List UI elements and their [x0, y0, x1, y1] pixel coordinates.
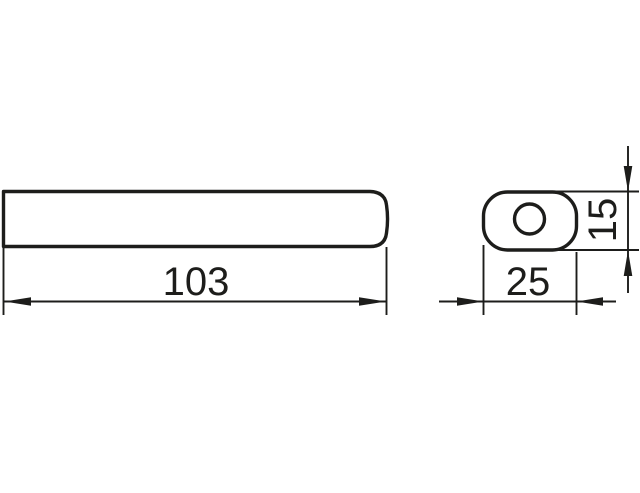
length-dimension: 103 — [2, 247, 388, 315]
length-arrow-left-icon — [4, 297, 31, 306]
side-view-outline — [1, 189, 390, 249]
side-view — [1, 189, 390, 249]
length-arrow-right-icon — [359, 297, 386, 306]
height-dimension-label: 15 — [581, 198, 625, 243]
width-dimension: 25 — [439, 245, 616, 315]
height-arrow-bottom-icon — [623, 250, 633, 276]
length-dimension-label: 103 — [163, 260, 230, 304]
end-view — [481, 190, 579, 252]
width-arrow-left-icon — [457, 297, 484, 306]
width-dimension-label: 25 — [506, 260, 551, 304]
width-arrow-right-icon — [576, 297, 603, 306]
height-arrow-top-icon — [623, 166, 633, 192]
height-dimension: 15 — [546, 146, 639, 293]
hole-circle — [512, 202, 547, 236]
